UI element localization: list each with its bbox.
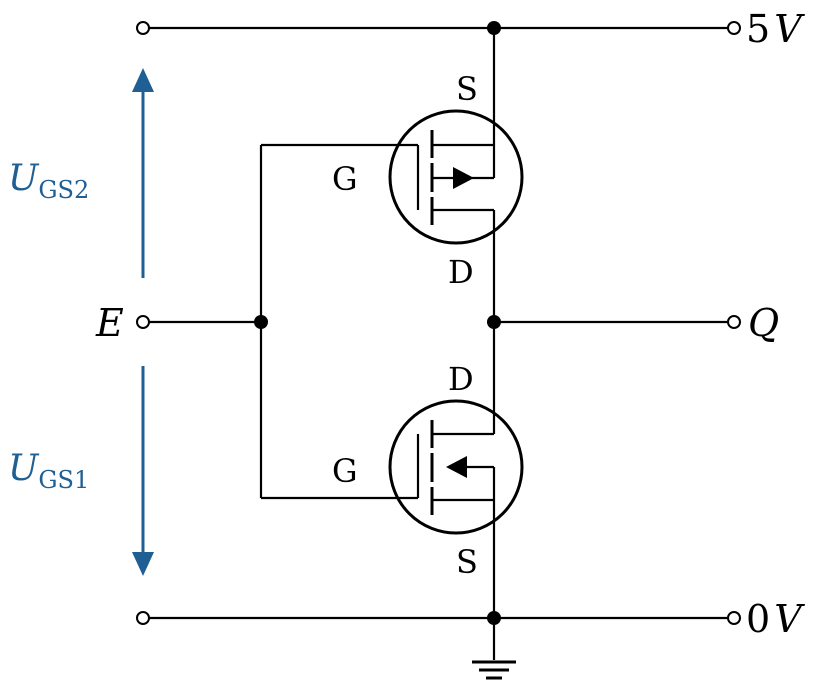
input-terminal [136,315,150,329]
ground-right-terminal [727,611,741,625]
upper-drain-label: D [448,253,474,291]
ground-symbol [472,618,516,680]
lower-voltage-arrow [132,366,154,576]
upper-transistor [388,28,524,322]
lower-source-label: S [456,543,478,581]
output-label: Q [748,301,779,345]
output-line [487,315,741,329]
supply-left-terminal [136,21,150,35]
upper-gate-voltage-label: UGS2 [8,158,89,204]
ground-rail [136,611,741,625]
supply-right-terminal [727,21,741,35]
supply-rail [136,21,741,35]
lower-drain-label: D [448,360,474,398]
input-line [136,315,268,329]
gate-wiring [259,143,418,500]
lower-transistor-body [388,399,524,535]
upper-source-label: S [456,70,478,108]
output-terminal [727,315,741,329]
lower-gate-voltage-label: UGS1 [8,448,89,494]
upper-voltage-arrow [132,68,154,278]
upper-gate-label: G [332,160,358,198]
ground-left-terminal [136,611,150,625]
lower-gate-label: G [332,452,358,490]
upper-transistor-body [388,109,524,245]
lower-channel-arrow [446,456,467,478]
lower-transistor [388,322,524,618]
input-label: E [95,301,124,345]
upper-channel-arrow [453,167,474,189]
